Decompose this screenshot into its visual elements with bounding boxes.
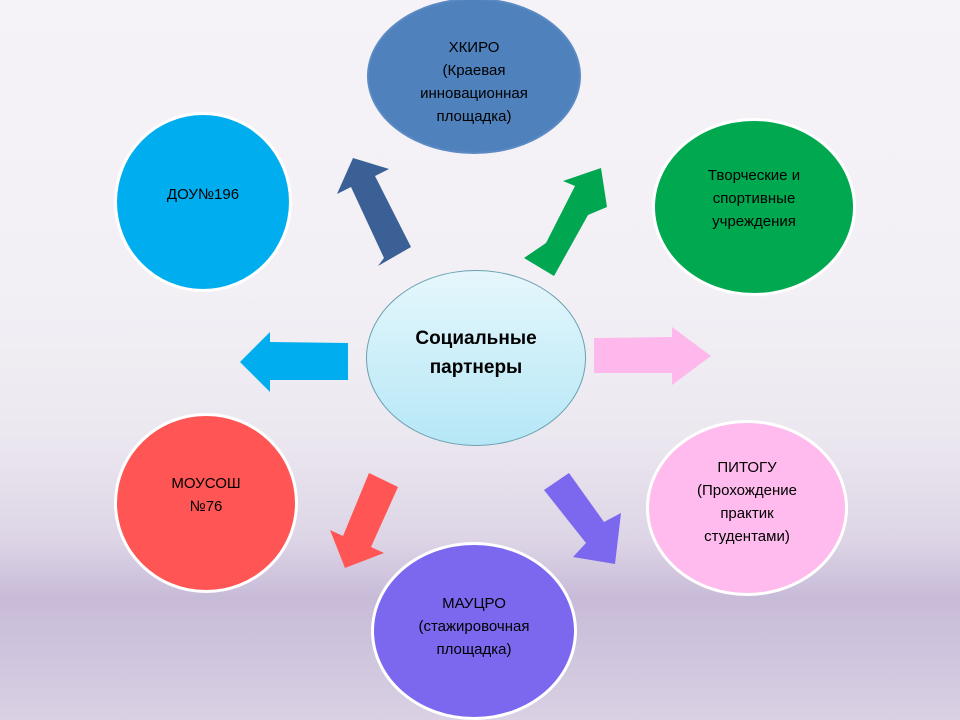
partner-label: МАУЦРО (стажировочная площадка) — [418, 595, 530, 658]
arrow-to-bottom-left — [330, 473, 398, 568]
partner-label: ПИТОГУ (Прохождение практик студентами) — [697, 459, 797, 545]
partner-node-mousosh: МОУСОШ №76 — [114, 413, 298, 593]
arrow-to-right — [594, 327, 711, 385]
arrow-to-top-right — [524, 168, 607, 276]
partner-node-dou: ДОУ№196 — [114, 112, 292, 292]
center-node: Социальные партнеры — [366, 270, 586, 446]
arrow-to-bottom — [544, 473, 621, 564]
partner-node-pitogu: ПИТОГУ (Прохождение практик студентами) — [646, 420, 848, 596]
arrow-to-top — [337, 158, 411, 266]
partner-label: ДОУ№196 — [166, 186, 240, 203]
arrow-to-left — [240, 332, 348, 392]
partner-node-hkiro: ХКИРО (Краевая инновационная площадка) — [367, 0, 581, 154]
partner-node-mautsro: МАУЦРО (стажировочная площадка) — [371, 542, 577, 720]
partner-label: МОУСОШ №76 — [171, 475, 241, 515]
partner-label: ХКИРО (Краевая инновационная площадка) — [420, 39, 528, 125]
center-label: Социальные партнеры — [415, 328, 537, 378]
partner-node-creative-sport: Творческие и спортивные учреждения — [652, 118, 856, 296]
partner-label: Творческие и спортивные учреждения — [707, 167, 801, 230]
